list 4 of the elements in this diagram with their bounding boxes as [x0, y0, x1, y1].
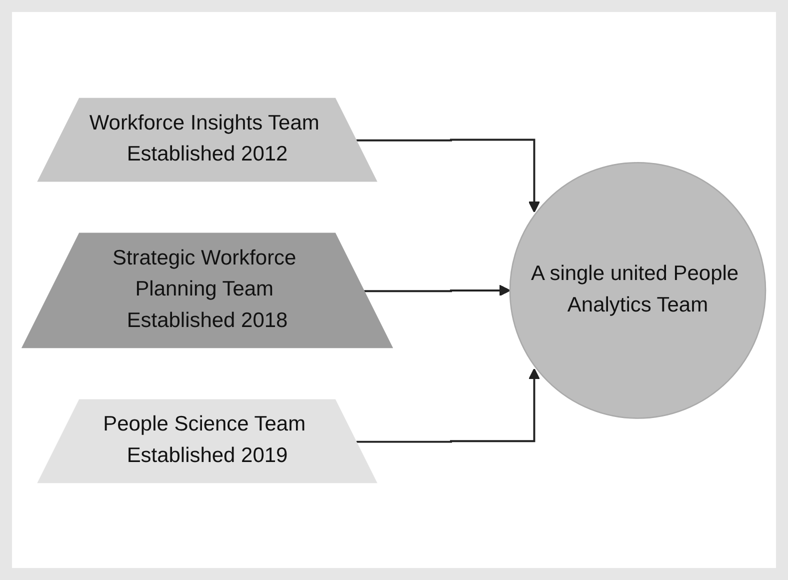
arrow	[364, 284, 510, 296]
arrow	[356, 138, 540, 212]
node-circle: A single united People Analytics Team	[509, 162, 766, 418]
arrow	[356, 368, 540, 442]
